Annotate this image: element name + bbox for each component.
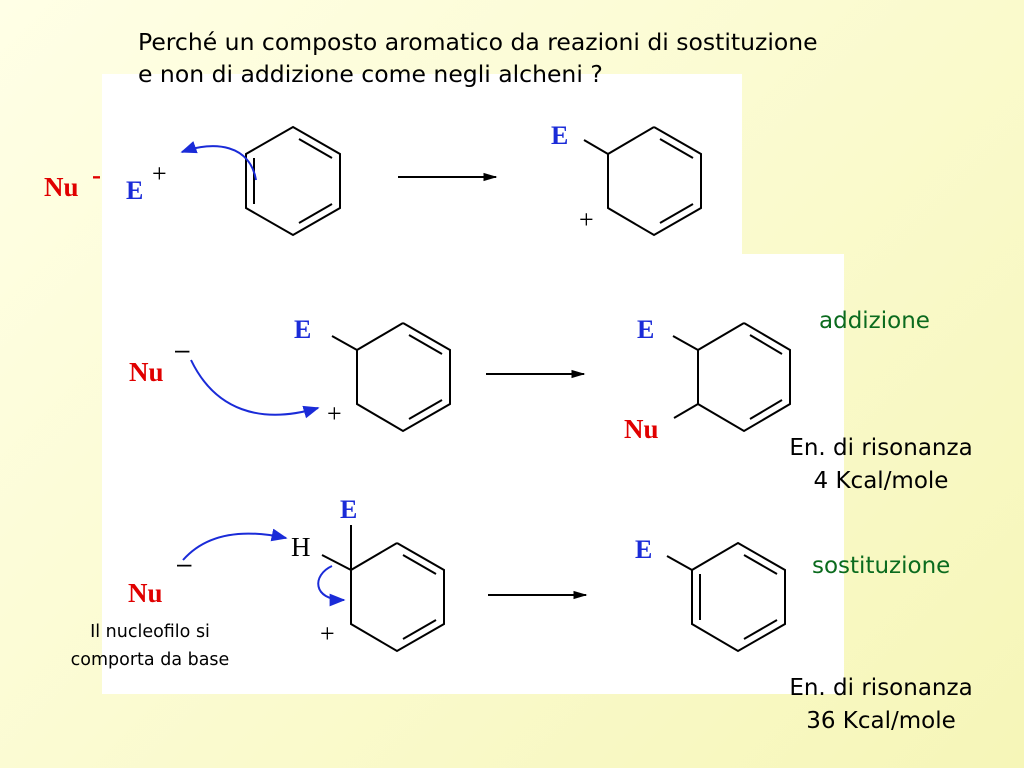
electrophile-label: E xyxy=(635,535,652,564)
electrophile-label: E xyxy=(294,315,311,344)
nucleophile-note-line-2: comporta da base xyxy=(70,650,230,670)
electrophile-label: E xyxy=(551,121,568,150)
hydrogen-label: H xyxy=(291,532,311,562)
nucleophile-label: Nu xyxy=(624,414,659,444)
negative-charge: – xyxy=(177,548,192,578)
nucleophile-note-line-1: Il nucleofilo si xyxy=(90,622,210,642)
sostituzione-label: sostituzione xyxy=(812,553,951,579)
positive-charge: + xyxy=(327,399,342,428)
nucleophile-label: Nu xyxy=(128,578,163,608)
nucleophile-label: Nu xyxy=(44,172,79,202)
electrophile-label: E xyxy=(637,315,654,344)
negative-charge: – xyxy=(175,334,190,364)
white-panel-main xyxy=(102,254,844,694)
nucleophile-label: Nu xyxy=(129,357,164,387)
arenium-ion-ring xyxy=(321,525,445,653)
title-line-1: Perché un composto aromatico da reazioni… xyxy=(138,28,818,56)
curved-arrow-base-attack-on-h xyxy=(182,528,288,561)
positive-charge: + xyxy=(579,205,594,234)
sostituzione-energy-line-1: En. di risonanza xyxy=(789,675,973,701)
sostituzione-energy-line-2: 36 Kcal/mole xyxy=(806,708,956,734)
substituted-benzene-ring xyxy=(666,541,786,653)
curved-arrow-pi-to-electrophile xyxy=(180,141,257,181)
addition-product-ring xyxy=(672,322,791,433)
electrophile-label: E xyxy=(340,495,357,524)
arenium-ion-ring xyxy=(331,322,451,433)
curved-arrow-ch-bond-to-ring xyxy=(317,565,346,607)
addizione-energy-line-1: En. di risonanza xyxy=(789,435,973,461)
negative-charge: - xyxy=(92,160,101,190)
addizione-energy-line-2: 4 Kcal/mole xyxy=(813,468,949,494)
title-line-2: e non di addizione come negli alcheni ? xyxy=(138,60,603,88)
benzene-ring xyxy=(245,125,341,237)
arenium-ion-ring xyxy=(583,126,702,237)
positive-charge: + xyxy=(152,159,167,188)
addizione-label: addizione xyxy=(819,308,930,334)
electrophile-label: E xyxy=(126,176,143,205)
positive-charge: + xyxy=(320,619,335,648)
curved-arrow-nucleophile-attack xyxy=(190,359,320,419)
